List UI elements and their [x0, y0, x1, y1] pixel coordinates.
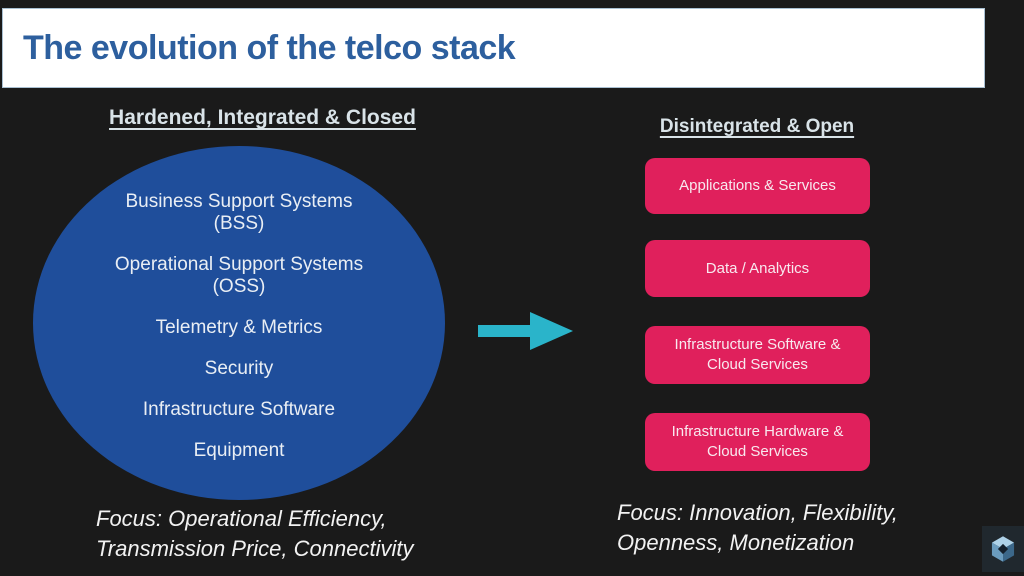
legacy-stack-ellipse: Business Support Systems (BSS) Operation…	[33, 146, 445, 500]
stack-box-label: Infrastructure Software & Cloud Services	[674, 336, 841, 373]
stack-box-label: Data / Analytics	[705, 259, 810, 277]
right-focus-line1: Focus: Innovation, Flexibility,	[617, 500, 898, 525]
stack-box-data-analytics: Data / Analytics	[645, 240, 870, 297]
left-focus-line2: Transmission Price, Connectivity	[96, 536, 414, 561]
ellipse-item-oss-line1: Operational Support Systems	[114, 253, 364, 275]
ellipse-item-infra-software-line1: Infrastructure Software	[142, 398, 336, 420]
ellipse-item-telemetry: Telemetry & Metrics	[156, 317, 323, 339]
ellipse-item-bss: Business Support Systems (BSS)	[125, 191, 352, 235]
stack-box-label: Infrastructure Hardware & Cloud Services	[671, 423, 844, 460]
right-arrow-icon	[478, 312, 573, 350]
header-bar: The evolution of the telco stack	[2, 8, 985, 88]
ellipse-item-security-line1: Security	[204, 357, 274, 379]
right-focus-line2: Openness, Monetization	[617, 530, 855, 555]
right-column-heading: Disintegrated & Open	[659, 116, 855, 137]
ellipse-item-equipment: Equipment	[194, 440, 285, 462]
ellipse-item-telemetry-line1: Telemetry & Metrics	[155, 316, 323, 338]
stack-box-label: Applications & Services	[679, 177, 836, 194]
ellipse-item-bss-line1: Business Support Systems	[125, 190, 353, 212]
left-focus-line1: Focus: Operational Efficiency,	[96, 506, 387, 531]
ellipse-item-oss-line2: (OSS)	[212, 275, 266, 297]
ellipse-item-security: Security	[205, 358, 274, 380]
ellipse-item-infra-software: Infrastructure Software	[143, 399, 335, 421]
ellipse-item-oss: Operational Support Systems (OSS)	[115, 254, 363, 298]
ellipse-item-equipment-line1: Equipment	[193, 439, 285, 461]
logo-tile	[982, 526, 1024, 572]
left-column-heading: Hardened, Integrated & Closed	[109, 106, 416, 129]
right-focus-caption: Focus: Innovation, Flexibility, Openness…	[617, 498, 898, 558]
left-focus-caption: Focus: Operational Efficiency, Transmiss…	[96, 504, 413, 564]
stack-box-infra-software-cloud: Infrastructure Software & Cloud Services	[645, 326, 870, 384]
stack-box-infra-hardware-cloud: Infrastructure Hardware & Cloud Services	[645, 413, 870, 471]
ellipse-item-bss-line2: (BSS)	[213, 212, 265, 234]
stack-box-applications-services: Applications & Services	[645, 158, 870, 214]
cube-logo-icon	[991, 536, 1015, 562]
page-title: The evolution of the telco stack	[23, 28, 516, 67]
